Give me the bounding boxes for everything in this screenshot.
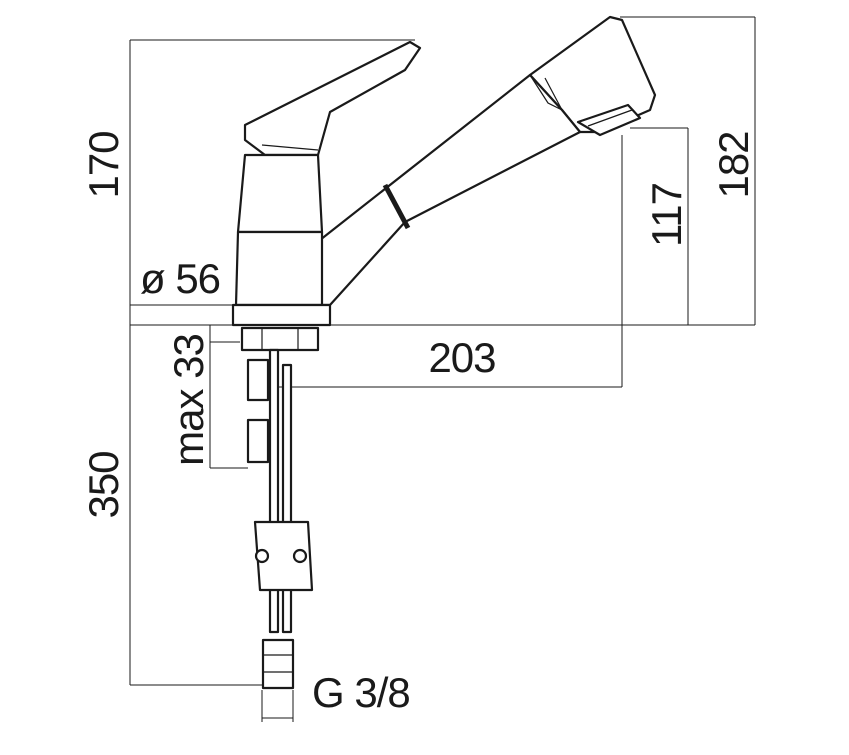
body-cylinder (236, 153, 324, 234)
clamp-screw-right-icon (292, 548, 308, 564)
label-height-outlet: 117 (643, 183, 690, 247)
fitting-top (246, 358, 270, 402)
label-height-spout: 182 (710, 131, 757, 198)
label-reach: 203 (428, 334, 495, 381)
hose-assembly (246, 348, 314, 690)
mounting-nut (240, 326, 320, 352)
dimension-labels: 170 182 117 ø 56 203 max 33 350 G 3/8 (80, 131, 757, 716)
clamp-screw-left-icon (254, 548, 270, 564)
clamp (253, 520, 314, 592)
label-hose-length: 350 (80, 451, 127, 518)
lever-handle (243, 40, 422, 157)
label-deck-thickness: max 33 (165, 334, 212, 466)
label-connection: G 3/8 (312, 669, 410, 716)
spout-arm (318, 73, 582, 307)
label-height-total: 170 (80, 131, 127, 198)
body-base (234, 230, 324, 307)
fitting-lower (246, 418, 270, 464)
label-base-diameter: ø 56 (140, 255, 220, 302)
base-ring (231, 303, 332, 327)
connection-nut (261, 638, 295, 690)
faucet-body (231, 15, 657, 352)
